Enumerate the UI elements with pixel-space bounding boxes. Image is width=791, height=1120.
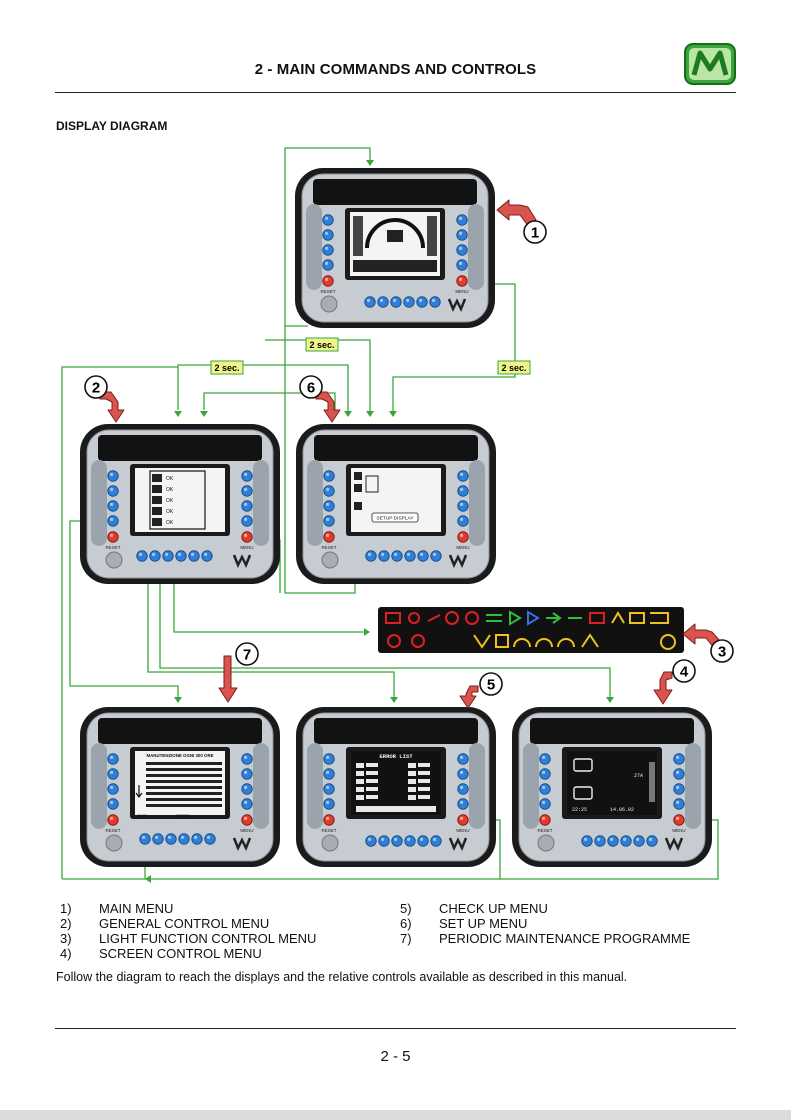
callout-6: 6 (299, 375, 323, 399)
brand-logo (684, 43, 736, 85)
svg-text:7: 7 (243, 647, 251, 664)
callout-arrow (99, 391, 125, 423)
svg-text:OK: OK (166, 498, 174, 504)
viewer-bottom-edge (0, 1110, 791, 1120)
connector-lines (61, 147, 719, 880)
display-check-up: ERROR LIST RESET MENU (296, 707, 496, 867)
svg-text:SETUP DISPLAY: SETUP DISPLAY (376, 516, 414, 522)
display-main-menu: RESET MENU (295, 168, 495, 328)
svg-text:MENU: MENU (240, 828, 253, 833)
footer-rule (55, 1028, 736, 1029)
svg-text:MENU: MENU (456, 828, 469, 833)
legend-item: 3)LIGHT FUNCTION CONTROL MENU (60, 931, 317, 946)
legend-left: 1)MAIN MENU 2)GENERAL CONTROL MENU 3)LIG… (60, 901, 390, 965)
svg-text:6: 6 (307, 380, 315, 397)
svg-text:OK: OK (166, 509, 174, 515)
svg-text:3: 3 (718, 644, 726, 661)
svg-text:OK: OK (166, 487, 174, 493)
callout-arrow (315, 391, 341, 423)
legend-item: 5)CHECK UP MENU (400, 901, 548, 916)
callout-1: 1 (523, 220, 547, 244)
section-title: DISPLAY DIAGRAM (56, 119, 168, 133)
svg-text:1: 1 (531, 225, 539, 242)
callout-arrow (496, 199, 537, 228)
svg-text:OK: OK (166, 476, 174, 482)
display-setup: SETUP DISPLAY RESET MENU (296, 424, 496, 584)
svg-text:EXIT: EXIT (138, 813, 147, 818)
legend-item: 6)SET UP MENU (400, 916, 528, 931)
svg-text:4: 4 (680, 664, 689, 681)
light-function-strip (378, 607, 684, 653)
svg-text:2: 2 (92, 380, 100, 397)
svg-text:MENU: MENU (672, 828, 685, 833)
svg-text:MANUTENZIONE OGNI 300 ORE: MANUTENZIONE OGNI 300 ORE (146, 753, 213, 758)
svg-text:RESET: RESET (320, 289, 335, 294)
page-title: 2 - MAIN COMMANDS AND CONTROLS (254, 61, 537, 78)
svg-text:MENU: MENU (456, 545, 469, 550)
svg-text:RESET: RESET (321, 828, 336, 833)
svg-text:MENU: MENU (455, 289, 468, 294)
svg-text:2 sec.: 2 sec. (309, 340, 334, 350)
callout-arrow (653, 671, 673, 705)
svg-text:OK: OK (166, 520, 174, 526)
display-screen-control: 27A 22:25 14.06.02 RESET MENU (512, 707, 712, 867)
svg-text:RESET: RESET (105, 545, 120, 550)
svg-text:2 sec.: 2 sec. (214, 363, 239, 373)
callout-arrow (459, 685, 479, 709)
svg-text:MENU: MENU (240, 545, 253, 550)
hold-label: 2 sec. (305, 337, 339, 352)
callout-7: 7 (235, 642, 259, 666)
display-maintenance: MANUTENZIONE OGNI 300 ORE EXIT RESET RES… (80, 707, 280, 867)
legend-item: 1)MAIN MENU (60, 901, 174, 916)
svg-text:RESET: RESET (321, 545, 336, 550)
legend-right: 5)CHECK UP MENU 6)SET UP MENU 7)PERIODIC… (400, 901, 740, 965)
svg-text:27A: 27A (634, 773, 643, 779)
hold-label: 2 sec. (210, 360, 244, 375)
legend-item: 4)SCREEN CONTROL MENU (60, 946, 262, 961)
svg-text:2 sec.: 2 sec. (501, 363, 526, 373)
page-number: 2 - 5 (380, 1048, 411, 1065)
callout-3: 3 (710, 639, 734, 663)
display-diagram: 2 sec. 2 sec. 2 sec. RESET MENU (61, 147, 734, 883)
callout-2: 2 (84, 375, 108, 399)
callout-arrow (218, 655, 238, 703)
svg-text:14.06.02: 14.06.02 (610, 807, 634, 813)
callout-arrow (682, 623, 722, 649)
svg-text:RESET: RESET (537, 828, 552, 833)
instruction-note: Follow the diagram to reach the displays… (56, 970, 628, 984)
svg-text:RESET: RESET (176, 813, 190, 818)
display-general-control: OK OK OK OK OK RESET MENU (80, 424, 280, 584)
header-rule (55, 92, 736, 93)
legend-item: 7)PERIODIC MAINTENANCE PROGRAMME (400, 931, 691, 946)
svg-text:RESET: RESET (105, 828, 120, 833)
svg-text:ERROR LIST: ERROR LIST (379, 753, 413, 760)
legend-item: 2)GENERAL CONTROL MENU (60, 916, 270, 931)
svg-text:22:25: 22:25 (572, 807, 587, 813)
svg-text:5: 5 (487, 677, 495, 694)
callout-5: 5 (479, 672, 503, 696)
callout-4: 4 (672, 659, 696, 683)
hold-label: 2 sec. (497, 360, 531, 375)
